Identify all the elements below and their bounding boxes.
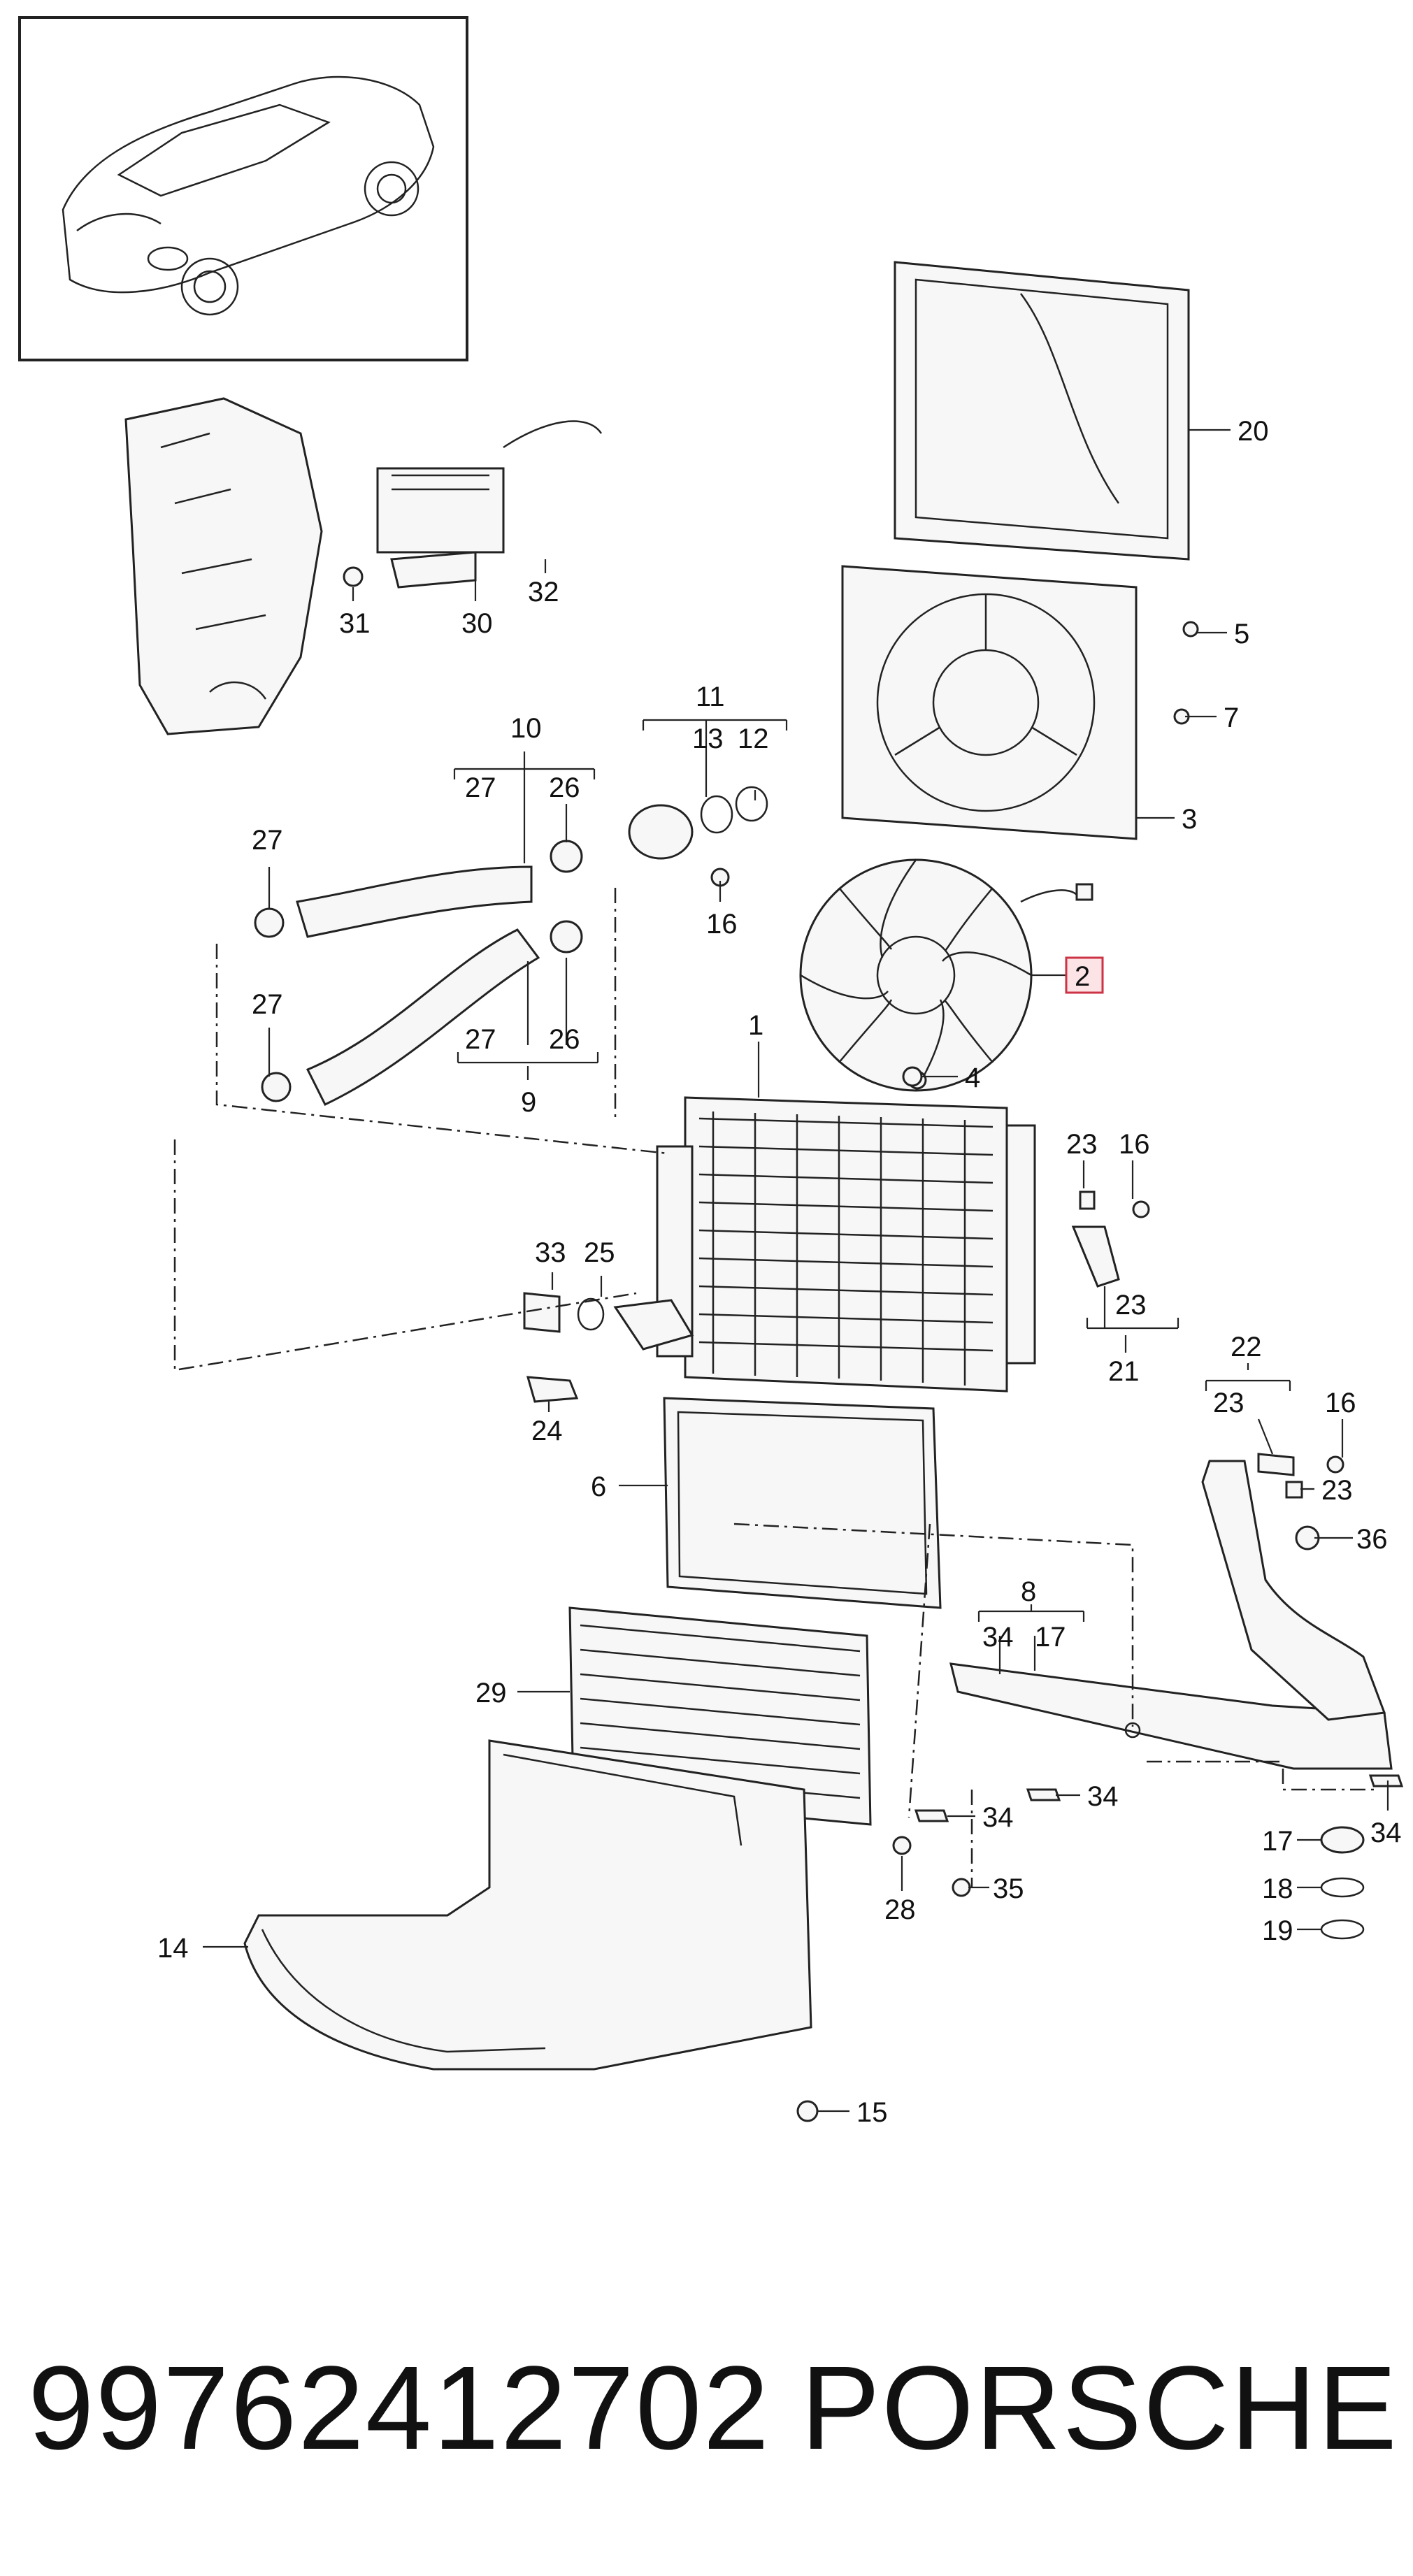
callout-26: 26: [549, 772, 580, 803]
callout-36: 36: [1356, 1524, 1388, 1555]
mounting-bracket: [949, 1460, 1393, 1770]
callout-16-b: 16: [1119, 1129, 1150, 1160]
small-fasteners: [523, 621, 1404, 2122]
callout-19: 19: [1262, 1915, 1293, 1946]
callout-14: 14: [157, 1933, 189, 1964]
callout-16-c: 16: [1325, 1388, 1356, 1418]
car-thumbnail: [18, 16, 468, 361]
callout-29: 29: [475, 1678, 507, 1708]
callout-12: 12: [738, 724, 769, 754]
callout-9: 9: [521, 1087, 536, 1118]
callout-34-d: 34: [1370, 1818, 1402, 1848]
callout-4: 4: [965, 1063, 980, 1093]
callout-17: 17: [1035, 1622, 1066, 1653]
fan-shroud: [894, 261, 1190, 561]
callout-11: 11: [696, 682, 725, 712]
callout-18: 18: [1262, 1873, 1293, 1904]
callout-15: 15: [856, 2097, 888, 2128]
callout-34-c: 34: [982, 1802, 1014, 1833]
callout-27-b: 27: [252, 825, 283, 856]
callout-34-b: 34: [1087, 1781, 1119, 1812]
callout-21: 21: [1108, 1356, 1140, 1387]
callout-25: 25: [584, 1237, 615, 1268]
callout-34: 34: [982, 1622, 1014, 1653]
radiator-frame: [663, 1397, 942, 1609]
callout-13: 13: [692, 724, 724, 754]
callout-1: 1: [748, 1010, 763, 1041]
callout-20: 20: [1238, 416, 1269, 447]
callout-2: 2: [1075, 961, 1090, 992]
callout-27: 27: [465, 772, 496, 803]
radiator: [613, 1096, 1036, 1393]
callout-23-d: 23: [1321, 1475, 1353, 1506]
coolant-pump-assembly: [124, 397, 603, 735]
callout-32: 32: [528, 577, 559, 607]
callout-28: 28: [884, 1894, 916, 1925]
callout-23: 23: [1066, 1129, 1098, 1160]
callout-30: 30: [461, 608, 493, 639]
callout-27-d: 27: [465, 1024, 496, 1055]
leader-lines: [203, 429, 1389, 2113]
callout-17-b: 17: [1262, 1826, 1293, 1857]
caption-bar: 99762412702 PORSCHE: [28, 2328, 1398, 2489]
callout-33: 33: [535, 1237, 566, 1268]
air-duct: [243, 1739, 812, 2071]
callout-35: 35: [993, 1873, 1024, 1904]
filler-cap-parts: [628, 786, 768, 887]
callout-26-b: 26: [549, 1024, 580, 1055]
callout-10: 10: [510, 713, 542, 744]
callout-22: 22: [1231, 1332, 1262, 1362]
callout-8: 8: [1021, 1576, 1036, 1607]
callout-7: 7: [1224, 703, 1239, 733]
callout-5: 5: [1234, 619, 1249, 649]
fan-frame: [841, 565, 1138, 840]
callout-6: 6: [591, 1472, 606, 1502]
coolant-hoses: [254, 840, 583, 1106]
callout-23-b: 23: [1115, 1290, 1147, 1321]
highlight-box: [1065, 956, 1104, 994]
callout-23-c: 23: [1213, 1388, 1245, 1418]
callout-27-c: 27: [252, 989, 283, 1020]
callout-16: 16: [706, 909, 738, 940]
brand-name: PORSCHE: [801, 2342, 1398, 2475]
part-number: 99762412702: [28, 2342, 771, 2475]
callout-24: 24: [531, 1416, 563, 1446]
callout-3: 3: [1182, 804, 1197, 835]
callout-31: 31: [339, 608, 371, 639]
routing-lines: [173, 888, 1374, 1887]
callout-labels: 20 5 7 3 2 4 11 13 12 16 10 27 26 27 27 …: [157, 416, 1402, 2128]
